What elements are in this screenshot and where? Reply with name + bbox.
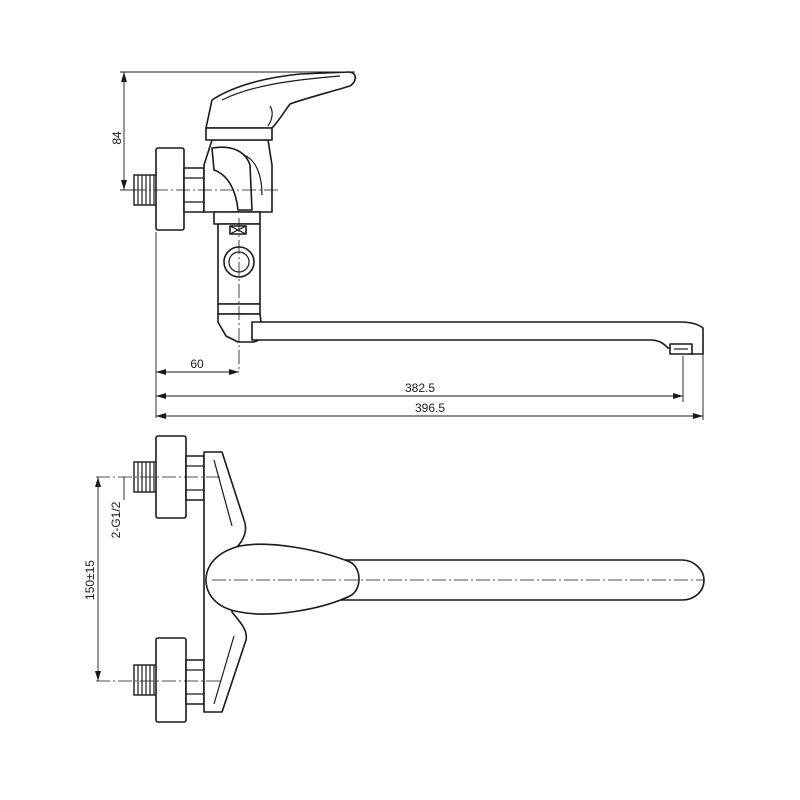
top-lever-handle xyxy=(205,543,360,615)
dim-label-thread: 2-G1/2 xyxy=(109,501,123,538)
dim-length-396-5: 396.5 xyxy=(156,330,704,420)
dim-label-60: 60 xyxy=(190,357,204,371)
dim-label-150: 150±15 xyxy=(83,560,97,600)
top-lower-connector xyxy=(133,637,205,723)
dim-label-396-5: 396.5 xyxy=(415,401,445,415)
side-mixer-body xyxy=(203,139,273,225)
dim-label-84: 84 xyxy=(110,131,124,145)
dim-thread-g12: 2-G1/2 xyxy=(109,477,125,538)
top-view: 150±15 2-G1/2 xyxy=(83,435,705,723)
dim-offset-60: 60 xyxy=(155,232,239,418)
dim-height-84: 84 xyxy=(110,71,355,191)
side-view: 84 60 382.5 396.5 xyxy=(110,71,704,420)
dim-label-382-5: 382.5 xyxy=(405,381,435,395)
dim-spacing-150: 150±15 xyxy=(83,477,101,681)
side-spout xyxy=(251,321,704,355)
side-wall-connector xyxy=(133,147,205,231)
dim-length-382-5: 382.5 xyxy=(156,356,684,402)
side-lever-handle xyxy=(205,71,357,141)
